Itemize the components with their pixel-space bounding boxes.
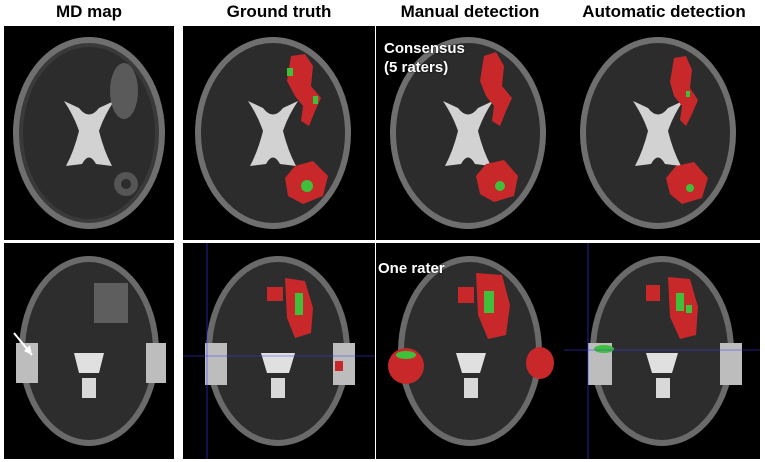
mri-panel-manual-detection-row1 xyxy=(376,26,564,240)
column-title-ground-truth: Ground truth xyxy=(226,2,332,21)
mri-panel-md-map-row2 xyxy=(4,243,174,459)
mri-panel-ground-truth-row2 xyxy=(183,243,375,459)
mri-panel-manual-detection-row2 xyxy=(376,243,564,459)
column-title-automatic-detection: Automatic detection xyxy=(582,2,746,21)
one-rater-label: One rater xyxy=(378,260,445,277)
column-title-md-map: MD map xyxy=(55,2,123,21)
consensus-label: Consensus (5 raters) xyxy=(384,39,465,77)
column-title-manual-detection: Manual detection xyxy=(400,2,540,21)
mri-panel-md-map-row1 xyxy=(4,26,174,240)
mri-panel-automatic-detection-row2 xyxy=(564,243,760,459)
mri-panel-automatic-detection-row1 xyxy=(564,26,760,240)
consensus-label-line2: (5 raters) xyxy=(384,59,449,76)
mri-panel-ground-truth-row1 xyxy=(183,26,375,240)
consensus-label-line1: Consensus xyxy=(384,40,465,57)
